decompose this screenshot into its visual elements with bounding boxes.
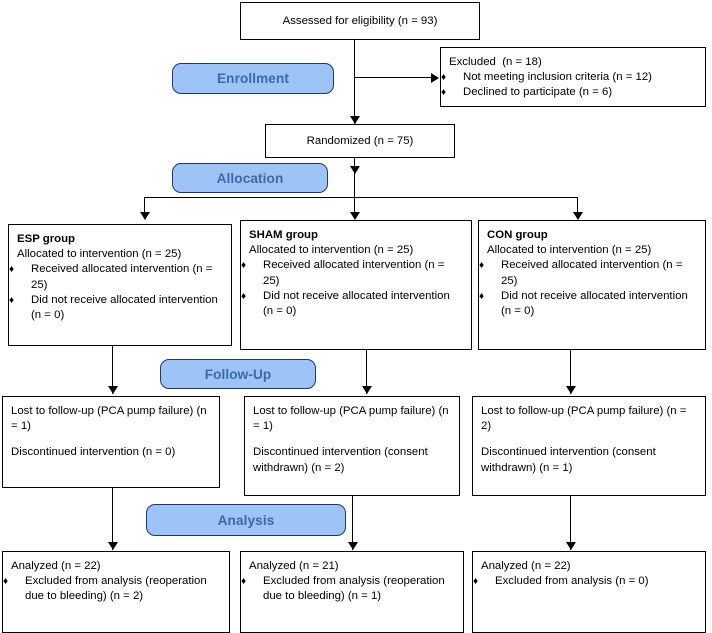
allocation-item: ♦Did not receive allocated intervention … bbox=[241, 289, 453, 318]
arrowhead-allocation-sham bbox=[349, 212, 360, 220]
allocation-item: ♦Received allocated intervention (n = 25… bbox=[479, 259, 686, 287]
allocation-group-title: ESP group bbox=[17, 233, 76, 245]
analysis-box-sham: Analyzed (n = 21) ♦Excluded from analysi… bbox=[240, 551, 464, 633]
diamond-bullet-icon: ♦ bbox=[9, 264, 15, 276]
allocation-box-sham: SHAM group Allocated to intervention (n … bbox=[240, 220, 472, 350]
arrowhead-sham-analysis bbox=[347, 542, 358, 550]
arrowhead-to-excluded bbox=[431, 73, 439, 83]
diamond-bullet-icon: ♦ bbox=[3, 576, 9, 588]
excluded-box: Excluded (n = 18) ♦Not meeting inclusion… bbox=[440, 47, 706, 107]
analysis-excluded-item: ♦Excluded from analysis (reoperation due… bbox=[241, 575, 448, 603]
arrowhead-allocation-con bbox=[572, 212, 583, 220]
diamond-bullet-icon: ♦ bbox=[241, 260, 247, 272]
followup-box-esp: Lost to follow-up (PCA pump failure) (n … bbox=[2, 396, 220, 488]
arrowhead-esp-followup bbox=[107, 386, 118, 394]
assessed-for-eligibility-text: Assessed for eligibility (n = 93) bbox=[282, 14, 438, 27]
excluded-heading: Excluded (n = 18) bbox=[449, 56, 542, 68]
allocation-item: ♦Received allocated intervention (n = 25… bbox=[9, 263, 216, 291]
stage-label-allocation: Allocation bbox=[172, 163, 328, 193]
arrowhead-assessed-to-randomized bbox=[349, 116, 360, 124]
followup-box-con: Lost to follow-up (PCA pump failure) (n … bbox=[472, 396, 706, 496]
connector-sham-to-analysis bbox=[352, 496, 354, 550]
allocation-allocated-text: Allocated to intervention (n = 25) bbox=[487, 244, 652, 257]
spacer bbox=[481, 434, 697, 445]
diamond-bullet-icon: ♦ bbox=[241, 290, 247, 302]
spacer bbox=[11, 434, 211, 445]
diamond-bullet-icon: ♦ bbox=[473, 576, 479, 588]
randomized-box: Randomized (n = 75) bbox=[265, 124, 455, 158]
connector-allocation-left-drop bbox=[144, 197, 146, 215]
arrowhead-randomized-midpoint bbox=[349, 166, 360, 174]
allocation-box-esp: ESP group Allocated to intervention (n =… bbox=[8, 224, 232, 346]
analysis-excluded-item: ♦Excluded from analysis (reoperation due… bbox=[3, 575, 210, 603]
stage-label-analysis: Analysis bbox=[146, 504, 346, 536]
analysis-analyzed-text: Analyzed (n = 22) bbox=[481, 560, 571, 572]
connector-esp-to-analysis bbox=[112, 488, 114, 550]
allocation-item: ♦Did not receive allocated intervention … bbox=[479, 289, 691, 318]
diamond-bullet-icon: ♦ bbox=[441, 72, 447, 84]
excluded-item: ♦Declined to participate (n = 6) bbox=[441, 85, 697, 100]
allocation-box-con: CON group Allocated to intervention (n =… bbox=[478, 220, 706, 350]
allocation-allocated-text: Allocated to intervention (n = 25) bbox=[17, 248, 182, 261]
analysis-box-esp: Analyzed (n = 22) ♦Excluded from analysi… bbox=[2, 551, 230, 633]
followup-lost-text: Lost to follow-up (PCA pump failure) (n … bbox=[253, 405, 452, 433]
connector-con-to-followup bbox=[570, 350, 572, 394]
connector-assessed-to-randomized bbox=[354, 40, 356, 124]
connector-to-excluded bbox=[354, 77, 438, 79]
stage-label-followup: Follow-Up bbox=[160, 359, 316, 389]
diamond-bullet-icon: ♦ bbox=[441, 87, 447, 99]
randomized-text: Randomized (n = 75) bbox=[306, 134, 414, 147]
spacer bbox=[253, 434, 451, 445]
analysis-excluded-item: ♦Excluded from analysis (n = 0) bbox=[473, 574, 697, 589]
followup-lost-text: Lost to follow-up (PCA pump failure) (n … bbox=[481, 405, 690, 433]
connector-allocation-center-drop bbox=[354, 197, 356, 215]
arrowhead-con-followup bbox=[565, 386, 576, 394]
analysis-analyzed-text: Analyzed (n = 21) bbox=[249, 560, 339, 572]
followup-box-sham: Lost to follow-up (PCA pump failure) (n … bbox=[244, 396, 460, 496]
stage-label-enrollment-text: Enrollment bbox=[217, 71, 289, 86]
allocation-group-title: SHAM group bbox=[249, 229, 318, 241]
arrowhead-sham-followup bbox=[361, 386, 372, 394]
arrowhead-esp-analysis bbox=[107, 542, 118, 550]
followup-discontinued-text: Discontinued intervention (n = 0) bbox=[11, 446, 176, 459]
connector-esp-to-followup bbox=[112, 346, 114, 394]
arrowhead-con-analysis bbox=[565, 542, 576, 550]
diamond-bullet-icon: ♦ bbox=[241, 576, 247, 588]
followup-lost-text: Lost to follow-up (PCA pump failure) (n … bbox=[11, 405, 210, 433]
connector-sham-to-followup bbox=[366, 350, 368, 394]
connector-allocation-right-drop bbox=[577, 197, 579, 215]
allocation-group-title: CON group bbox=[487, 229, 548, 241]
diamond-bullet-icon: ♦ bbox=[9, 294, 15, 306]
connector-randomized-down bbox=[354, 158, 356, 198]
stage-label-followup-text: Follow-Up bbox=[204, 366, 272, 382]
connector-allocation-split-bar bbox=[144, 197, 578, 199]
allocation-item: ♦Did not receive allocated intervention … bbox=[9, 293, 221, 322]
stage-label-allocation-text: Allocation bbox=[216, 170, 284, 186]
stage-label-analysis-text: Analysis bbox=[217, 512, 275, 528]
followup-discontinued-text: Discontinued intervention (consent withd… bbox=[253, 446, 431, 474]
diamond-bullet-icon: ♦ bbox=[479, 260, 485, 272]
analysis-analyzed-text: Analyzed (n = 22) bbox=[11, 560, 101, 572]
assessed-for-eligibility-box: Assessed for eligibility (n = 93) bbox=[240, 2, 480, 40]
arrowhead-allocation-esp bbox=[139, 212, 150, 220]
stage-label-enrollment: Enrollment bbox=[172, 63, 334, 94]
allocation-allocated-text: Allocated to intervention (n = 25) bbox=[249, 244, 414, 257]
diamond-bullet-icon: ♦ bbox=[479, 290, 485, 302]
excluded-item: ♦Not meeting inclusion criteria (n = 12) bbox=[441, 70, 697, 85]
followup-discontinued-text: Discontinued intervention (consent withd… bbox=[481, 446, 659, 474]
connector-con-to-analysis bbox=[570, 496, 572, 550]
allocation-item: ♦Received allocated intervention (n = 25… bbox=[241, 259, 448, 287]
analysis-box-con: Analyzed (n = 22) ♦Excluded from analysi… bbox=[472, 551, 706, 633]
